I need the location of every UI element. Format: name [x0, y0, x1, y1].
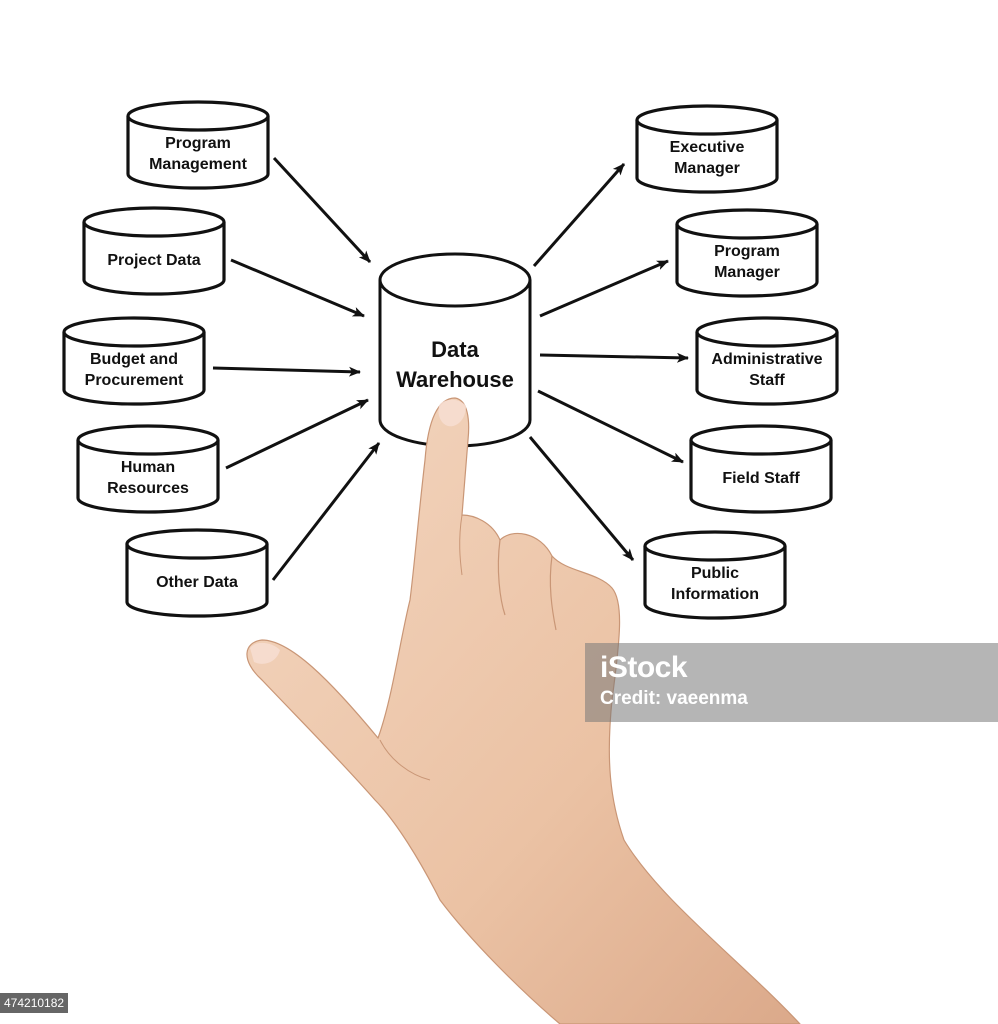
source-cylinder-5-label: Other Data [156, 573, 238, 591]
consumer-cylinder-1-label: Executive Manager [669, 139, 745, 177]
source-cylinder-2 [82, 206, 226, 296]
watermark-brand: iStock [600, 651, 688, 684]
source-arrow-1 [272, 156, 372, 264]
pointing-hand-image [246, 397, 801, 1024]
consumer-cylinder-4-label: Field Staff [722, 469, 800, 487]
source-cylinder-3 [62, 316, 206, 406]
consumer-cylinder-5-label: Public Information [671, 565, 759, 603]
consumer-cylinder-3 [695, 316, 839, 406]
data-warehouse-cylinder-label: Data Warehouse [396, 337, 514, 392]
source-arrow-2 [230, 258, 365, 318]
consumer-cylinder-2 [675, 208, 819, 298]
consumer-arrow-1 [532, 163, 626, 267]
source-arrow-3 [212, 366, 361, 377]
consumer-arrow-5 [528, 436, 635, 561]
source-cylinder-1 [126, 100, 270, 190]
arrows-layer [212, 156, 689, 581]
consumer-cylinder-4 [689, 424, 833, 514]
data-warehouse-cylinder [378, 252, 532, 448]
consumer-cylinder-5 [643, 530, 787, 620]
watermark-credit: Credit: vaeenma [600, 688, 748, 709]
source-cylinder-2-label: Project Data [107, 251, 201, 269]
source-cylinder-4 [76, 424, 220, 514]
source-cylinder-3-label: Budget and Procurement [84, 351, 184, 389]
source-arrow-4 [225, 398, 369, 470]
source-cylinder-1-label: Program Management [149, 135, 247, 173]
consumer-cylinder-3-label: Administrative Staff [711, 351, 823, 389]
consumer-arrow-3 [539, 352, 689, 363]
source-arrow-5 [271, 442, 381, 581]
source-cylinder-5 [125, 528, 269, 618]
consumer-cylinder-1 [635, 104, 779, 194]
consumer-arrow-2 [539, 259, 669, 318]
consumer-arrow-4 [537, 389, 684, 464]
cylinders-layer [62, 100, 839, 620]
source-cylinder-4-label: Human Resources [107, 459, 189, 497]
consumer-cylinder-2-label: Program Manager [714, 243, 780, 281]
watermark-banner: iStock Credit: vaeenma [585, 643, 998, 722]
image-id-tag: 474210182 [0, 993, 69, 1013]
